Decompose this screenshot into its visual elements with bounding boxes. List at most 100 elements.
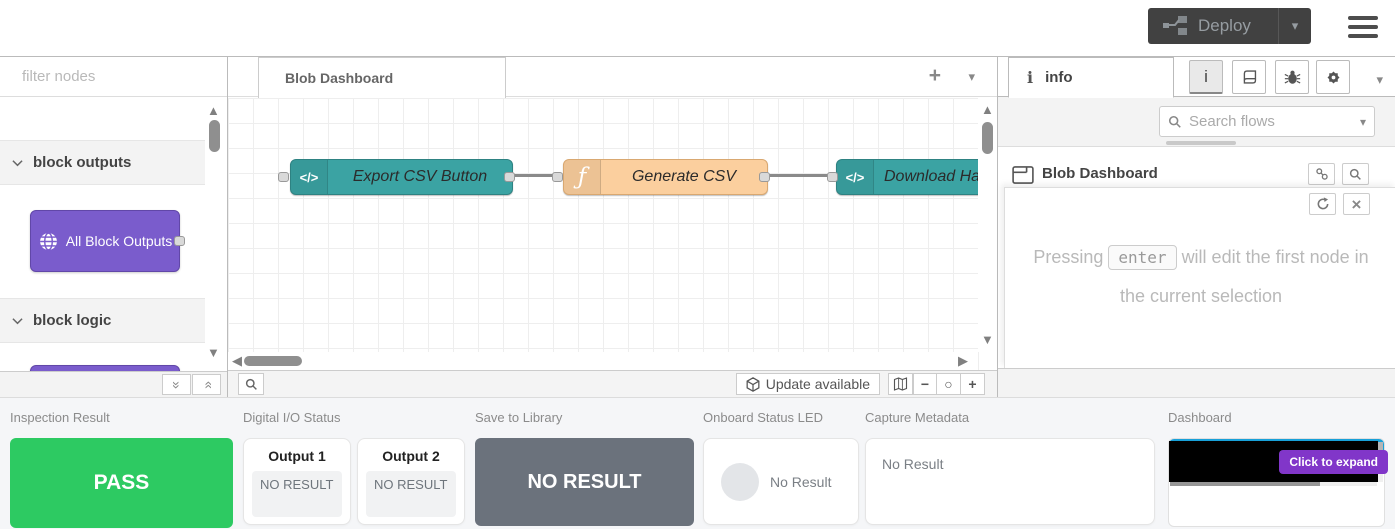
flow-tab-bar: Blob Dashboard + ▾ — [228, 57, 997, 98]
search-flows-box: ▾ — [1159, 106, 1375, 137]
palette-node-classification-block-logic[interactable]: Classification Block Logic — [30, 365, 180, 371]
zoom-out-button[interactable]: − — [913, 373, 937, 395]
scrollbar-thumb[interactable] — [982, 122, 993, 154]
palette-node-all-block-outputs[interactable]: All Block Outputs — [30, 210, 185, 272]
widget-title: Onboard Status LED — [703, 410, 823, 425]
flow-node-generate-csv[interactable]: ƒ Generate CSV — [563, 159, 768, 195]
bug-icon — [1284, 70, 1300, 84]
info-flow-row[interactable]: Blob Dashboard — [998, 159, 1395, 193]
search-icon — [1349, 168, 1361, 180]
canvas-search-button[interactable] — [238, 373, 264, 395]
widget-title: Capture Metadata — [865, 410, 970, 425]
search-icon — [245, 378, 257, 390]
palette-category-block-logic[interactable]: block logic — [0, 298, 205, 343]
refresh-icon — [1317, 197, 1328, 210]
hint-suffix: will edit the first node in the current … — [1119, 247, 1369, 306]
output-1-card: Output 1 NO RESULT — [243, 438, 351, 525]
widget-title: Digital I/O Status — [243, 410, 341, 425]
metadata-value: No Result — [882, 456, 944, 472]
output-value: NO RESULT — [366, 471, 456, 517]
category-label: block logic — [33, 312, 112, 329]
update-available-button[interactable]: Update available — [735, 373, 880, 395]
scroll-up-arrow-icon[interactable]: ▲ — [981, 102, 994, 117]
sidebar-tool-info-button[interactable]: i — [1189, 60, 1223, 94]
filter-nodes-input[interactable] — [22, 68, 221, 85]
sidebar-search-row: ▾ — [998, 97, 1395, 147]
add-flow-button[interactable]: + — [928, 64, 941, 87]
palette-content: block outputs All Block Outputs block lo… — [0, 97, 205, 371]
sidebar-tab-row: i info i ▾ — [998, 57, 1395, 98]
wire[interactable] — [513, 174, 561, 177]
selection-hint-text: Pressing enter will edit the first node … — [1026, 238, 1376, 316]
package-icon — [746, 376, 760, 392]
refresh-button[interactable] — [1309, 193, 1336, 215]
update-available-label: Update available — [765, 376, 870, 392]
flow-node-download-handler[interactable]: </> Download Ha — [836, 159, 997, 195]
node-port[interactable] — [552, 172, 563, 182]
scroll-right-arrow-icon[interactable]: ▶ — [958, 353, 968, 368]
tab-info[interactable]: i info — [1008, 57, 1174, 98]
deploy-button[interactable]: Deploy ▾ — [1148, 8, 1311, 44]
scroll-left-arrow-icon[interactable]: ◀ — [232, 353, 242, 368]
scrollbar-thumb[interactable] — [1378, 442, 1383, 454]
canvas-statusbar: Update available − ○ + — [228, 370, 997, 397]
canvas-horizontal-scrollbar[interactable]: ◀ ▶ — [228, 352, 978, 370]
click-to-expand-button[interactable]: Click to expand — [1279, 450, 1388, 474]
node-port[interactable] — [827, 172, 838, 182]
palette-category-block-outputs[interactable]: block outputs — [0, 140, 205, 185]
widget-title: Save to Library — [475, 410, 563, 425]
zoom-reset-button[interactable]: ○ — [937, 373, 961, 395]
globe-icon — [31, 231, 65, 252]
scrollbar-thumb[interactable] — [1170, 482, 1320, 486]
search-flows-caret-icon[interactable]: ▾ — [1359, 114, 1366, 129]
deploy-separator — [1278, 8, 1279, 44]
scroll-down-arrow-icon[interactable]: ▼ — [207, 345, 220, 360]
flow-canvas[interactable]: </> Export CSV Button ƒ Generate CSV </>… — [228, 98, 997, 370]
deploy-options-caret-icon[interactable]: ▾ — [1291, 18, 1299, 33]
search-flow-button[interactable] — [1342, 163, 1369, 185]
navigator-toggle-button[interactable] — [888, 373, 913, 395]
copy-link-button[interactable] — [1308, 163, 1335, 185]
tab-blob-dashboard[interactable]: Blob Dashboard — [258, 57, 506, 98]
node-port[interactable] — [759, 172, 770, 182]
selection-hint-panel: × Pressing enter will edit the first nod… — [1004, 187, 1395, 368]
flow-list-caret-icon[interactable]: ▾ — [968, 69, 975, 84]
hint-prefix: Pressing — [1033, 247, 1104, 267]
node-port[interactable] — [278, 172, 289, 182]
inspection-result-status: PASS — [10, 438, 233, 528]
deploy-icon — [1163, 16, 1187, 35]
widget-title: Inspection Result — [10, 410, 110, 425]
output-name: Output 2 — [382, 448, 440, 464]
zoom-controls: − ○ + — [913, 373, 985, 395]
search-flows-input[interactable] — [1189, 113, 1353, 130]
output-value: NO RESULT — [252, 471, 342, 517]
node-port[interactable] — [504, 172, 515, 182]
gear-icon — [1326, 70, 1340, 84]
hamburger-icon — [1348, 16, 1378, 20]
flow-node-label: Generate CSV — [631, 168, 737, 185]
save-to-library-status: NO RESULT — [475, 438, 694, 526]
scroll-down-arrow-icon[interactable]: ▼ — [981, 332, 994, 347]
panel-resize-handle[interactable] — [1166, 141, 1236, 145]
canvas-vertical-scrollbar[interactable]: ▲ ▼ — [978, 98, 997, 352]
wire[interactable] — [768, 174, 836, 177]
hamburger-icon — [1348, 34, 1378, 38]
scroll-up-arrow-icon[interactable]: ▲ — [207, 103, 220, 118]
sidebar-tool-debug-button[interactable] — [1275, 60, 1309, 94]
close-icon[interactable]: × — [1343, 193, 1370, 215]
expand-all-button[interactable]: » — [192, 374, 221, 395]
scrollbar-thumb[interactable] — [244, 356, 302, 366]
category-label: block outputs — [33, 154, 132, 171]
sidebar-tool-config-button[interactable] — [1316, 60, 1350, 94]
deploy-label: Deploy — [1198, 16, 1251, 35]
node-port[interactable] — [174, 236, 185, 246]
sidebar-menu-caret-icon[interactable]: ▾ — [1376, 72, 1383, 87]
zoom-in-button[interactable]: + — [961, 373, 985, 395]
collapse-all-button[interactable]: » — [162, 374, 191, 395]
sidebar-tool-help-button[interactable] — [1232, 60, 1266, 94]
flow-node-export-csv-button[interactable]: </> Export CSV Button — [290, 159, 513, 195]
palette-scrollbar-thumb[interactable] — [209, 120, 220, 152]
main-menu-button[interactable] — [1348, 14, 1378, 40]
chevron-down-icon — [12, 317, 23, 324]
double-chevron-up-icon: » — [168, 380, 185, 389]
